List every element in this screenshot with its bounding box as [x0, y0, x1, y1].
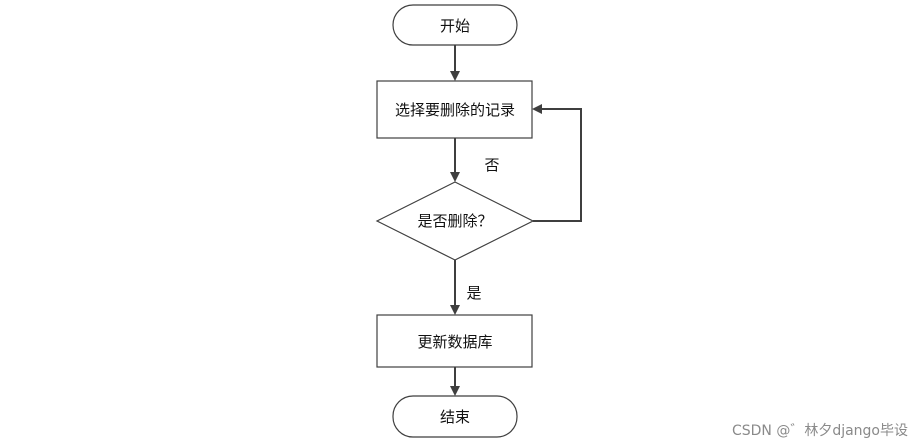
start-label: 开始 [440, 17, 470, 35]
select-record-label: 选择要删除的记录 [395, 101, 515, 119]
no-edge-label: 否 [484, 156, 499, 174]
delete-decision-label: 是否删除？ [417, 212, 492, 230]
update-database-node: 更新数据库 [376, 314, 533, 368]
end-node: 结束 [392, 395, 518, 438]
yes-edge-label: 是 [466, 284, 481, 302]
edge-decision-no-loop [532, 104, 582, 222]
update-database-label: 更新数据库 [417, 333, 492, 351]
watermark-text: CSDN @゛林夕django毕设 [732, 423, 908, 439]
delete-decision-node: 是否删除？ [375, 181, 535, 261]
end-label: 结束 [440, 408, 470, 426]
start-node: 开始 [392, 4, 518, 46]
select-record-node: 选择要删除的记录 [376, 80, 533, 139]
